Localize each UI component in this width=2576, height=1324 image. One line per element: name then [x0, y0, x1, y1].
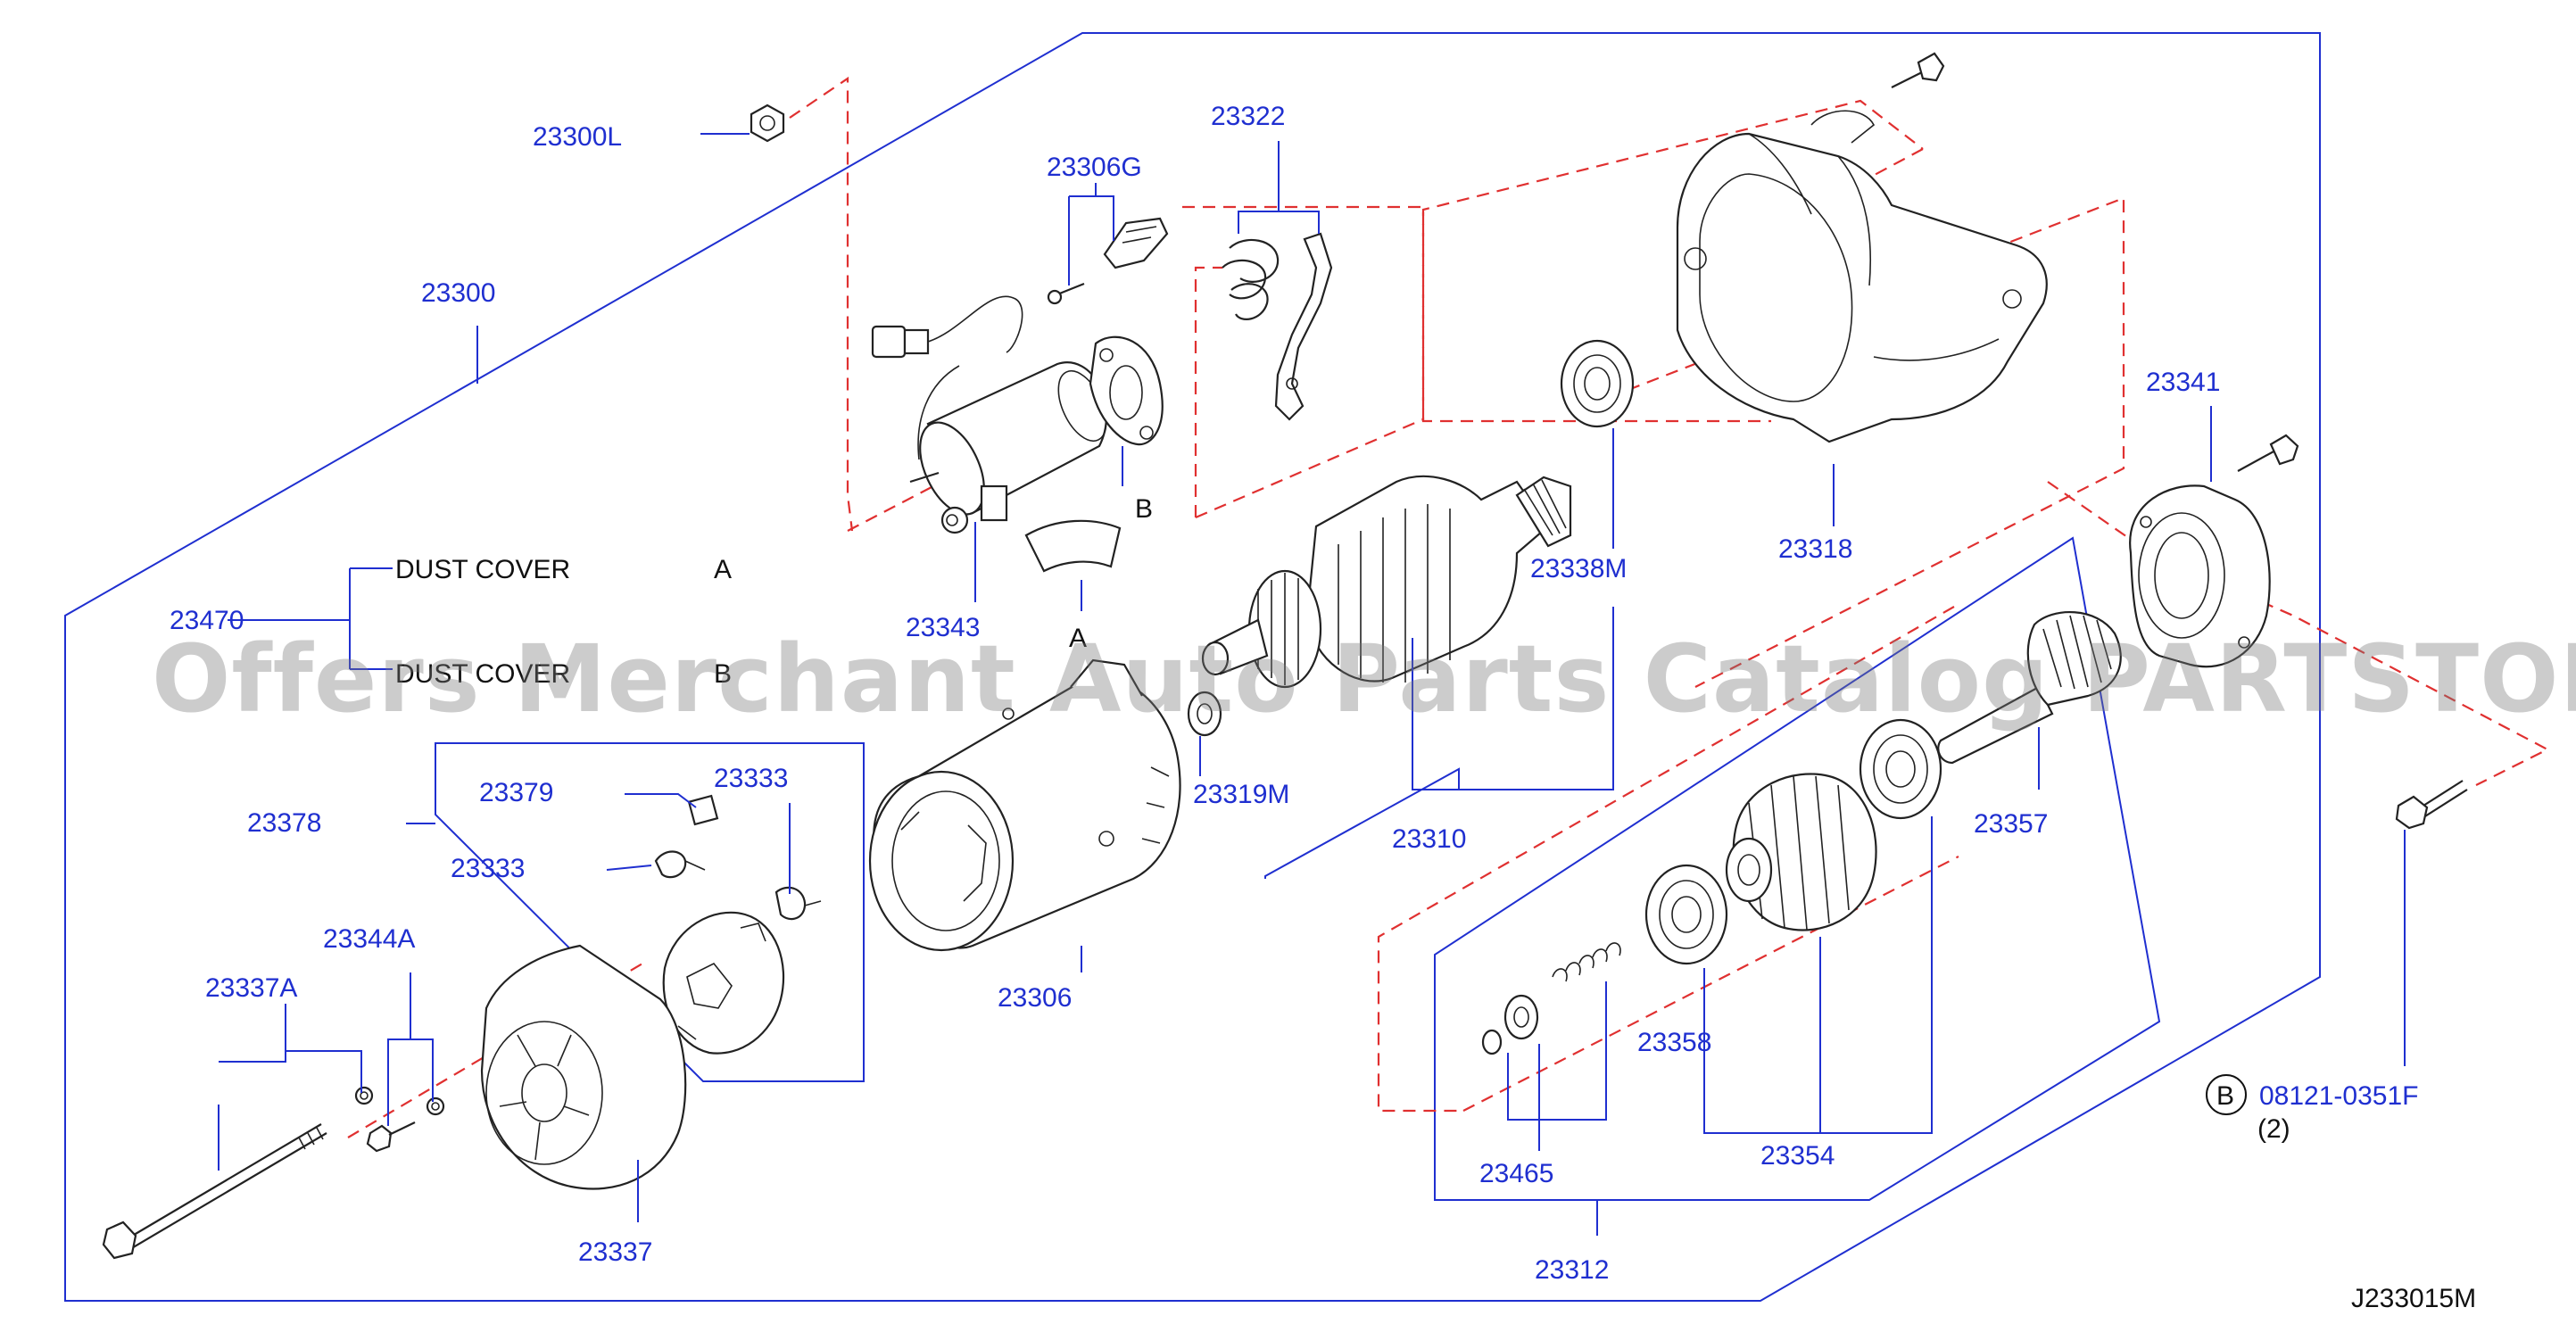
pinion-shaft-23357-icon — [1937, 610, 2122, 765]
label-23354: 23354 — [1760, 1141, 1835, 1171]
terminal-screw-23306G-icon — [1047, 217, 1169, 305]
label-23306G: 23306G — [1047, 153, 1142, 182]
label-23333-left: 23333 — [451, 854, 525, 883]
label-23300L: 23300L — [533, 122, 622, 152]
bearing-23338M-icon — [1560, 339, 1635, 428]
label-23341: 23341 — [2146, 368, 2220, 397]
leader-lines — [218, 133, 2406, 1236]
assembly-frame-23300 — [64, 32, 2321, 1302]
ref-letter-b: B — [2216, 1081, 2234, 1111]
callout-a-dust-cover: A — [1069, 624, 1087, 653]
brush-23379-icon — [687, 794, 719, 826]
shift-lever-23322-icon — [1222, 232, 1333, 421]
solenoid-gasket-icon — [1089, 335, 1164, 446]
brush-spring-23333-icon — [654, 850, 822, 921]
screw-23344A-icon — [354, 1086, 445, 1153]
bolt-top-icon — [1891, 52, 1945, 88]
rear-cover-23337-icon — [480, 944, 687, 1190]
dust-cover-b-label: DUST COVER — [395, 659, 570, 689]
diagram-code: J233015M — [2351, 1284, 2476, 1313]
label-08121-0351F: 08121-0351F — [2259, 1081, 2418, 1111]
label-23319M: 23319M — [1193, 780, 1289, 809]
drive-housing-23318-icon — [1676, 110, 2048, 443]
armature-23310-icon — [1201, 475, 1572, 689]
label-23343: 23343 — [906, 613, 980, 642]
callout-b-solenoid: B — [1135, 494, 1153, 524]
label-23379: 23379 — [479, 778, 553, 807]
label-23378: 23378 — [247, 808, 321, 838]
ref-letter-circle — [2206, 1074, 2247, 1115]
yoke-23306-icon — [868, 658, 1181, 952]
pinion-bearing-icon — [1859, 718, 1942, 820]
assembly-frame-23312 — [1434, 536, 2161, 1201]
label-23338M: 23338M — [1530, 554, 1627, 583]
label-23357: 23357 — [1974, 809, 2048, 839]
label-23318: 23318 — [1778, 534, 1852, 564]
label-23300: 23300 — [421, 278, 495, 308]
label-23337: 23337 — [578, 1237, 652, 1267]
label-23312: 23312 — [1535, 1255, 1609, 1285]
dust-cover-a-letter: A — [714, 555, 732, 584]
solenoid-wire-harness-icon — [871, 295, 1023, 460]
bolt-23341-icon — [2237, 434, 2299, 472]
label-23470: 23470 — [170, 606, 244, 635]
label-23337A: 23337A — [205, 973, 297, 1003]
label-23306: 23306 — [998, 983, 1072, 1013]
assembly-dash-lines — [347, 74, 2550, 1138]
bolt-quantity: (2) — [2257, 1114, 2290, 1144]
label-23310: 23310 — [1392, 824, 1466, 854]
label-23322: 23322 — [1211, 102, 1285, 131]
washer-23319M-icon — [1187, 691, 1222, 737]
dust-cover-a-label: DUST COVER — [395, 555, 570, 584]
through-bolt-23337A-icon — [102, 1123, 327, 1260]
label-23465: 23465 — [1479, 1159, 1553, 1188]
dust-cover-a-icon — [1024, 519, 1122, 573]
bolt-08121-0351F-icon — [2395, 780, 2468, 830]
housing-plate-23341-icon — [2129, 484, 2271, 668]
nut-23300L-icon — [750, 103, 785, 143]
label-23358: 23358 — [1637, 1028, 1711, 1057]
brush-holder-23378-icon — [662, 911, 785, 1055]
assembly-frame-23378 — [435, 742, 865, 1082]
solenoid-23343-icon — [909, 361, 1139, 534]
label-23333-top: 23333 — [714, 764, 788, 793]
spring-stopper-23465-icon — [1481, 942, 1621, 1055]
bearing-23358-icon — [1644, 864, 1728, 965]
dust-cover-b-letter: B — [714, 659, 732, 689]
part-labels: 23300L 23300 23306G 23322 23341 23318 23… — [170, 102, 2476, 1313]
overrunning-clutch-23354-icon — [1725, 773, 1877, 931]
label-23344A: 23344A — [323, 924, 415, 954]
